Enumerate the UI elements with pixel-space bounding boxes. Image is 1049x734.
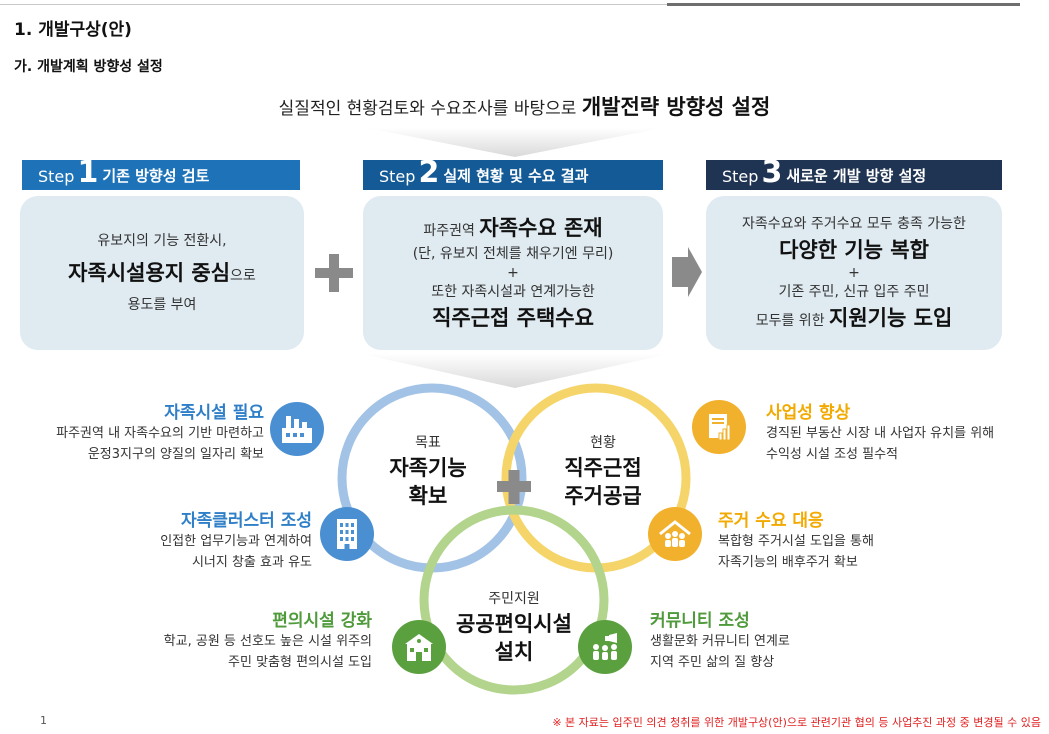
step3-word: Step <box>722 167 759 186</box>
step3-plus: + <box>848 265 860 281</box>
step1-line1: 유보지의 기능 전환시, <box>97 233 227 249</box>
step2-word: Step <box>379 167 416 186</box>
document-chart-icon <box>692 400 746 454</box>
venn-bottom-text: 주민지원 공공편익시설 설치 <box>444 588 584 666</box>
community-icon <box>578 620 632 674</box>
feature-title: 자족시설 필요 <box>164 403 264 423</box>
feature-desc: 경직된 부동산 시장 내 사업자 유치를 위해 <box>766 426 995 441</box>
arrow-right-icon <box>672 247 702 297</box>
step1-big: 자족시설용지 중심 <box>68 261 231 285</box>
feature-desc: 지역 주민 삶의 질 향상 <box>650 655 775 670</box>
house-people-icon <box>648 507 702 561</box>
funnel-middle <box>362 354 668 388</box>
step3-line4-big: 지원기능 도입 <box>829 306 953 330</box>
step2-title: 실제 현황 및 수요 결과 <box>443 167 589 185</box>
venn-left-label: 목표 <box>415 435 441 451</box>
feature-profitability: 사업성 향상 경직된 부동산 시장 내 사업자 유치를 위해 수익성 시설 조성… <box>766 398 1036 465</box>
step3-title: 새로운 개발 방향 설정 <box>786 167 927 185</box>
feature-community: 커뮤니티 조성 생활문화 커뮤니티 연계로 지역 주민 삶의 질 향상 <box>650 606 950 673</box>
feature-desc: 자족기능의 배후주거 확보 <box>718 555 858 570</box>
feature-title: 커뮤니티 조성 <box>650 611 750 631</box>
venn-center-plus-icon <box>497 470 531 504</box>
venn-right-big2: 주거공급 <box>564 484 642 508</box>
feature-desc: 주민 맞춤형 편의시설 도입 <box>228 655 372 670</box>
step3-big: 다양한 기능 복합 <box>779 238 929 262</box>
venn-bottom-label: 주민지원 <box>488 591 540 607</box>
step2-big2: 직주근접 주택수요 <box>432 306 594 330</box>
step2-line1: 파주권역 자족수요 존재 <box>423 213 602 243</box>
feature-desc: 학교, 공원 등 선호도 높은 시설 위주의 <box>163 634 372 649</box>
feature-desc: 파주권역 내 자족수요의 기반 마련하고 <box>56 426 264 441</box>
page-title: 1. 개발구상(안) <box>14 20 132 40</box>
feature-housing-demand: 주거 수요 대응 복합형 주거시설 도입을 통해 자족기능의 배후주거 확보 <box>718 506 1018 573</box>
factory-icon <box>270 402 324 456</box>
step1-card: 유보지의 기능 전환시, 자족시설용지 중심으로 용도를 부여 <box>20 196 304 350</box>
feature-desc: 수익성 시설 조성 필수적 <box>766 447 898 462</box>
step2-line1-prefix: 파주권역 <box>423 223 480 239</box>
step3-number: 3 <box>761 155 783 190</box>
disclaimer-note: ※ 본 자료는 입주민 의견 청취를 위한 개발구상(안)으로 관련기관 협의 … <box>552 716 1041 729</box>
venn-right-label: 현황 <box>590 435 616 451</box>
venn-bottom-big1: 공공편익시설 <box>456 612 572 636</box>
headline-prefix: 실질적인 현황검토와 수요조사를 바탕으로 <box>278 99 582 119</box>
school-icon <box>392 620 446 674</box>
feature-title: 주거 수요 대응 <box>718 511 824 531</box>
feature-convenience: 편의시설 강화 학교, 공원 등 선호도 높은 시설 위주의 주민 맞춤형 편의… <box>20 606 372 673</box>
step1-suffix: 으로 <box>230 268 256 284</box>
venn-right-big1: 직주근접 <box>564 456 642 480</box>
venn-bottom-big2: 설치 <box>494 640 534 664</box>
step3-card: 자족수요와 주거수요 모두 충족 가능한 다양한 기능 복합 + 기존 주민, … <box>706 196 1002 350</box>
feature-title: 자족클러스터 조성 <box>180 511 312 531</box>
feature-desc: 복합형 주거시설 도입을 통해 <box>718 534 874 549</box>
plus-icon <box>315 254 353 292</box>
step2-line2: (단, 유보지 전체를 채우기엔 무리) <box>412 246 614 262</box>
top-divider-accent <box>667 3 1020 6</box>
step3-line3: 기존 주민, 신규 입주 주민 <box>778 284 930 300</box>
step2-line1-big: 자족수요 존재 <box>479 216 603 240</box>
step3-line4-prefix: 모두를 위한 <box>755 313 830 329</box>
step2-plus: + <box>507 265 519 281</box>
feature-desc: 시너지 창출 효과 유도 <box>191 555 312 570</box>
feature-self-sufficiency: 자족시설 필요 파주권역 내 자족수요의 기반 마련하고 운정3지구의 양질의 … <box>20 398 264 465</box>
feature-cluster: 자족클러스터 조성 인접한 업무기능과 연계하여 시너지 창출 효과 유도 <box>20 506 312 573</box>
feature-desc: 운정3지구의 양질의 일자리 확보 <box>87 447 264 462</box>
feature-desc: 생활문화 커뮤니티 연계로 <box>650 634 790 649</box>
step1-line3: 용도를 부여 <box>127 297 197 313</box>
step3-line4: 모두를 위한 지원기능 도입 <box>756 303 953 333</box>
headline-emphasis: 개발전략 방향성 설정 <box>581 95 771 119</box>
step1-number: 1 <box>77 155 99 190</box>
venn-left-text: 목표 자족기능 확보 <box>378 432 478 510</box>
venn-right-text: 현황 직주근접 주거공급 <box>548 432 658 510</box>
office-building-icon <box>320 507 374 561</box>
step2-card: 파주권역 자족수요 존재 (단, 유보지 전체를 채우기엔 무리) + 또한 자… <box>363 196 663 350</box>
venn-left-big1: 자족기능 <box>389 456 467 480</box>
feature-title: 사업성 향상 <box>766 403 851 423</box>
step1-word: Step <box>38 167 75 186</box>
page-number: 1 <box>40 714 47 727</box>
funnel-top <box>368 128 662 157</box>
headline: 실질적인 현황검토와 수요조사를 바탕으로 개발전략 방향성 설정 <box>0 91 1049 121</box>
step1-main: 자족시설용지 중심으로 <box>68 258 256 288</box>
step1-title: 기존 방향성 검토 <box>102 167 210 185</box>
feature-title: 편의시설 강화 <box>272 611 372 631</box>
step3-line1: 자족수요와 주거수요 모두 충족 가능한 <box>742 216 966 232</box>
feature-desc: 인접한 업무기능과 연계하여 <box>160 534 312 549</box>
venn-circle-bottom <box>419 505 609 695</box>
step2-number: 2 <box>418 155 440 190</box>
section-subtitle: 가. 개발계획 방향성 설정 <box>14 59 163 75</box>
top-divider <box>0 4 1020 5</box>
step2-line3: 또한 자족시설과 연계가능한 <box>431 284 595 300</box>
venn-left-big2: 확보 <box>408 484 448 508</box>
